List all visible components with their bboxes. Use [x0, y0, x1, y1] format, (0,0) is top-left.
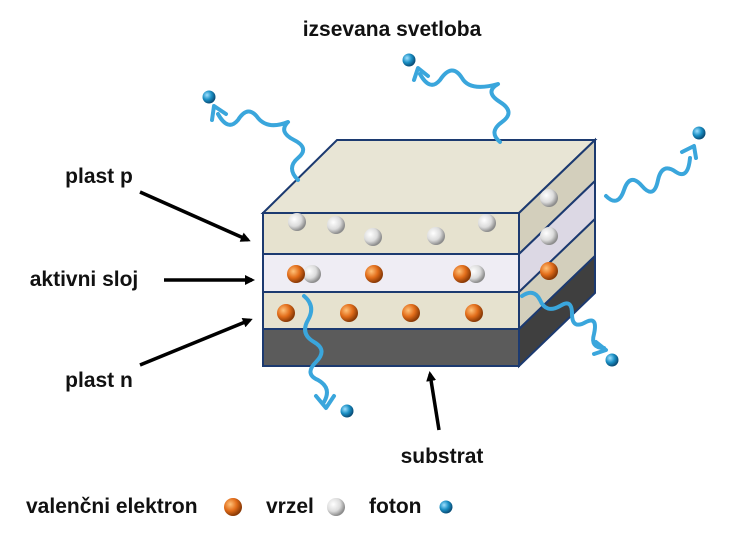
n-layer-label: plast n: [65, 369, 133, 392]
photon: [402, 53, 416, 67]
photon-wave-bottom-right: [520, 290, 606, 350]
photons: [202, 53, 706, 418]
photon-wave-bottom-right-head: [592, 340, 608, 356]
legend-photon-label: foton: [369, 495, 421, 518]
photon-wave-top-head: [412, 66, 430, 82]
hole: [467, 265, 485, 283]
hole: [478, 214, 496, 232]
hole: [540, 227, 558, 245]
substrate-side: [518, 253, 596, 369]
legend-hole-icon: [327, 498, 345, 516]
legend: valenčni elektron vrzel foton: [26, 495, 453, 518]
electron: [465, 304, 483, 322]
photon-wave-top: [418, 68, 511, 144]
photon-wave-right: [604, 156, 692, 203]
legend-photon-icon: [439, 500, 453, 514]
electron: [340, 304, 358, 322]
n-layer-arrow: [139, 318, 253, 367]
substrate-arrow: [426, 371, 441, 431]
photon: [692, 126, 706, 140]
electron: [287, 265, 305, 283]
holes: [288, 189, 558, 283]
legend-electron-icon: [224, 498, 242, 516]
hole: [327, 216, 345, 234]
electron: [277, 304, 295, 322]
hole: [288, 213, 306, 231]
electron: [540, 262, 558, 280]
hole: [427, 227, 445, 245]
electron: [453, 265, 471, 283]
active-layer-label: aktivni sloj: [30, 268, 139, 291]
p-layer-arrow: [139, 190, 251, 242]
substrate-front: [262, 328, 520, 367]
hole: [540, 189, 558, 207]
electrons: [277, 262, 558, 322]
hole: [364, 228, 382, 246]
legend-hole-label: vrzel: [266, 495, 314, 518]
photon-wave-right-head: [680, 144, 698, 160]
electron: [365, 265, 383, 283]
substrate-label: substrat: [401, 445, 484, 468]
legend-electron-label: valenčni elektron: [26, 495, 198, 518]
photon: [605, 353, 619, 367]
photon: [340, 404, 354, 418]
layer-block: [260, 137, 598, 369]
emitted-light-label: izsevana svetloba: [303, 18, 482, 41]
photon-wave-bottom-left-head: [314, 394, 336, 410]
hole: [303, 265, 321, 283]
photon: [202, 90, 216, 104]
electron: [402, 304, 420, 322]
photon-wave-bottom-left: [302, 294, 329, 404]
photon-wave-top-left: [216, 109, 306, 182]
photon-waves: [210, 66, 698, 410]
photon-wave-top-left-head: [210, 104, 228, 122]
p-layer-label: plast p: [65, 165, 133, 188]
pointer-arrows: [139, 190, 441, 431]
